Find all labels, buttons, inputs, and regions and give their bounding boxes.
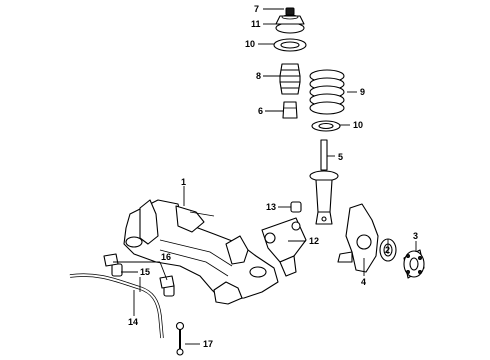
callout-3: 3	[413, 231, 418, 241]
callout-9: 9	[360, 87, 365, 97]
callout-13: 13	[266, 202, 276, 212]
callout-8: 8	[256, 71, 261, 81]
part-8-dust-boot	[279, 63, 301, 95]
part-5-strut	[309, 139, 339, 225]
part-14-stabilizer-bar	[69, 273, 164, 339]
part-10-spring-seat	[311, 120, 341, 132]
part-10-bearing-upper	[273, 38, 307, 52]
callout-7: 7	[254, 4, 259, 14]
leader-lines	[113, 8, 417, 345]
callout-14: 14	[128, 317, 138, 327]
part-12-control-arm	[261, 217, 307, 277]
part-16-bushing-bracket	[103, 253, 175, 289]
callout-4: 4	[361, 277, 366, 287]
callout-10-upper: 10	[245, 39, 255, 49]
part-11-strut-mount	[275, 14, 305, 34]
callout-17: 17	[203, 339, 213, 349]
callout-5: 5	[338, 152, 343, 162]
part-1-crossmember	[123, 199, 279, 305]
callout-11: 11	[251, 19, 261, 29]
callout-16: 16	[161, 252, 171, 262]
part-17-stabilizer-link	[175, 321, 185, 356]
part-6-bump-stop	[282, 101, 298, 119]
callout-15: 15	[140, 267, 150, 277]
callout-2: 2	[385, 245, 390, 255]
part-9-coil-spring	[309, 69, 345, 115]
callout-10-lower: 10	[353, 120, 363, 130]
part-4-steering-knuckle	[337, 203, 379, 273]
part-7-nut	[285, 7, 295, 16]
callout-1: 1	[181, 177, 186, 187]
callout-12: 12	[309, 236, 319, 246]
part-3-hub	[403, 249, 425, 279]
callout-labels: 7 11 10 8 9 6 10 5 1 13 12 2 3 4 16 15 1…	[128, 4, 418, 349]
part-13-bushing	[290, 201, 302, 213]
callout-6: 6	[258, 106, 263, 116]
